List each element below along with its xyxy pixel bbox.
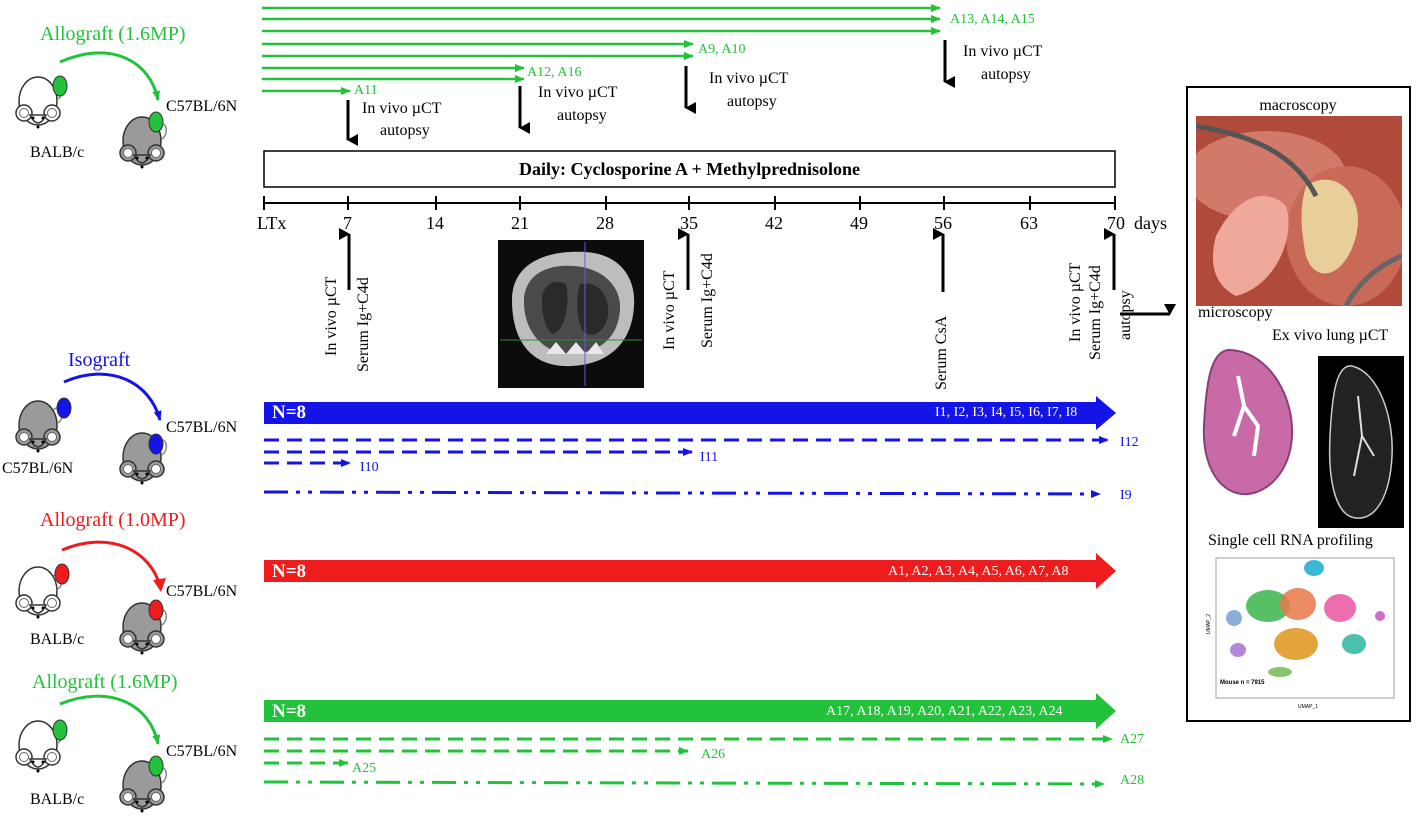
animal-ids-label: A27: [1120, 732, 1145, 747]
umap-ylabel: UMAP_2: [1206, 614, 1212, 634]
recipient-strain: C57BL/6N: [166, 419, 238, 436]
endpoint-label: autopsy: [557, 107, 607, 124]
animal-ids-label: I11: [700, 450, 719, 465]
analysis-panel: macroscopy microscopy Ex vivo lung µCT S…: [1186, 86, 1411, 722]
animal-ids-label: A25: [352, 761, 377, 776]
recipient-strain: C57BL/6N: [166, 98, 238, 115]
endpoint-label: In vivo µCT: [538, 84, 618, 101]
endpoint-down-arrows: [346, 40, 955, 146]
donor-mouse-icon: [15, 75, 68, 130]
sampling-up-arrows: [339, 228, 1116, 292]
donor-mouse-icon: [15, 397, 72, 454]
sampling-label: autopsy: [1117, 290, 1134, 340]
cohort-ids: I1, I2, I3, I4, I5, I6, I7, I8: [935, 405, 1078, 420]
recipient-mouse-icon: [119, 111, 168, 170]
exvivo-ct-image: [1318, 356, 1404, 528]
cohort-ids: A17, A18, A19, A20, A21, A22, A23, A24: [826, 704, 1063, 719]
sampling-label: In vivo µCT: [661, 270, 678, 350]
animal-ids-label: A28: [1120, 773, 1145, 788]
endpoint-label: In vivo µCT: [963, 43, 1043, 60]
sampling-label: Serum Ig+C4d: [355, 277, 372, 372]
macroscopy-photo: [1196, 116, 1402, 306]
group-title: Allograft (1.0MP): [40, 509, 186, 531]
animal-ids-label: A12, A16: [527, 65, 582, 80]
tick-label: 42: [765, 213, 783, 233]
animal-ids-label: I9: [1120, 488, 1132, 503]
cohort-arrow: [264, 693, 1116, 729]
microscopy-image: [1198, 346, 1298, 496]
endpoint-label: In vivo µCT: [362, 100, 442, 117]
tick-label: 21: [511, 213, 529, 233]
allograft-16-arrows: [263, 693, 1116, 788]
tick-label: 28: [596, 213, 614, 233]
cohort-arrow: [264, 396, 1116, 430]
ct-scan-image: [498, 240, 644, 388]
umap-plot: Mouse n = 7915 UMAP_1 UMAP_2: [1204, 554, 1398, 714]
endpoint-label: autopsy: [380, 122, 430, 139]
tick-label: 70: [1107, 213, 1125, 233]
animal-ids-label: A13, A14, A15: [950, 12, 1035, 27]
animal-ids-label: I12: [1120, 435, 1139, 450]
donor-mouse-icon: [15, 719, 68, 774]
macroscopy-label: macroscopy: [1259, 97, 1337, 114]
tick-label: 35: [680, 213, 698, 233]
transplant-arrow-icon: [63, 372, 162, 421]
transplant-arrow-icon: [59, 51, 161, 101]
donor-mouse-icon: [15, 563, 70, 620]
timeline-axis: [263, 196, 1116, 210]
donor-strain: BALB/c: [30, 631, 85, 648]
dashdot-arrow: [263, 489, 1101, 498]
microscopy-label: microscopy: [1198, 304, 1273, 321]
allograft-10-cohort-arrow: [264, 553, 1116, 589]
donor-strain: BALB/c: [30, 791, 85, 808]
animal-ids-label: I10: [360, 460, 379, 475]
umap-legend-line1: Mouse n = 7915: [1220, 680, 1265, 686]
tick-label: 56: [934, 213, 952, 233]
sampling-label: In vivo µCT: [1067, 262, 1084, 342]
tick-label: LTx: [257, 213, 287, 233]
treatment-label: Daily: Cyclosporine A + Methylprednisolo…: [519, 159, 860, 179]
top-allograft-arrows: [262, 4, 941, 95]
exvivo-label: Ex vivo lung µCT: [1272, 327, 1389, 344]
transplant-arrow-icon: [59, 694, 161, 745]
group-title: Allograft (1.6MP): [40, 23, 186, 45]
endpoint-label: autopsy: [981, 66, 1031, 83]
sampling-label: In vivo µCT: [323, 276, 340, 356]
mouse-icons: [15, 51, 168, 814]
endpoint-label: autopsy: [727, 93, 777, 110]
tick-label: 49: [850, 213, 868, 233]
animal-ids-label: A9, A10: [698, 42, 746, 57]
umap-xlabel: UMAP_1: [1298, 704, 1318, 710]
recipient-strain: C57BL/6N: [166, 743, 238, 760]
cohort-ids: A1, A2, A3, A4, A5, A6, A7, A8: [888, 564, 1069, 579]
recipient-mouse-icon: [119, 599, 168, 656]
tick-label: 63: [1020, 213, 1038, 233]
cohort-n: N=8: [272, 561, 307, 582]
donor-strain: BALB/c: [30, 144, 85, 161]
cohort-n: N=8: [272, 402, 307, 423]
scrna-label: Single cell RNA profiling: [1208, 532, 1373, 549]
group-title: Isograft: [68, 349, 131, 371]
dashdot-arrow: [263, 779, 1105, 788]
recipient-mouse-icon: [119, 432, 168, 486]
sampling-label: Serum Ig+C4d: [1087, 265, 1104, 360]
sampling-label: Serum CsA: [933, 315, 950, 390]
isograft-arrows: [263, 396, 1116, 498]
endpoint-label: In vivo µCT: [709, 70, 789, 87]
transplant-arrow-icon: [61, 540, 162, 587]
group-title: Allograft (1.6MP): [32, 671, 178, 693]
treatment-box: [263, 150, 1116, 188]
cohort-n: N=8: [272, 701, 307, 722]
recipient-strain: C57BL/6N: [166, 583, 238, 600]
donor-strain: C57BL/6N: [2, 460, 74, 477]
tick-label: 7: [343, 213, 352, 233]
animal-ids-label: A11: [354, 83, 378, 98]
axis-unit: days: [1134, 213, 1167, 233]
tick-label: 14: [426, 213, 444, 233]
sampling-label: Serum Ig+C4d: [699, 253, 716, 348]
recipient-mouse-icon: [119, 755, 168, 814]
animal-ids-label: A26: [701, 747, 726, 762]
